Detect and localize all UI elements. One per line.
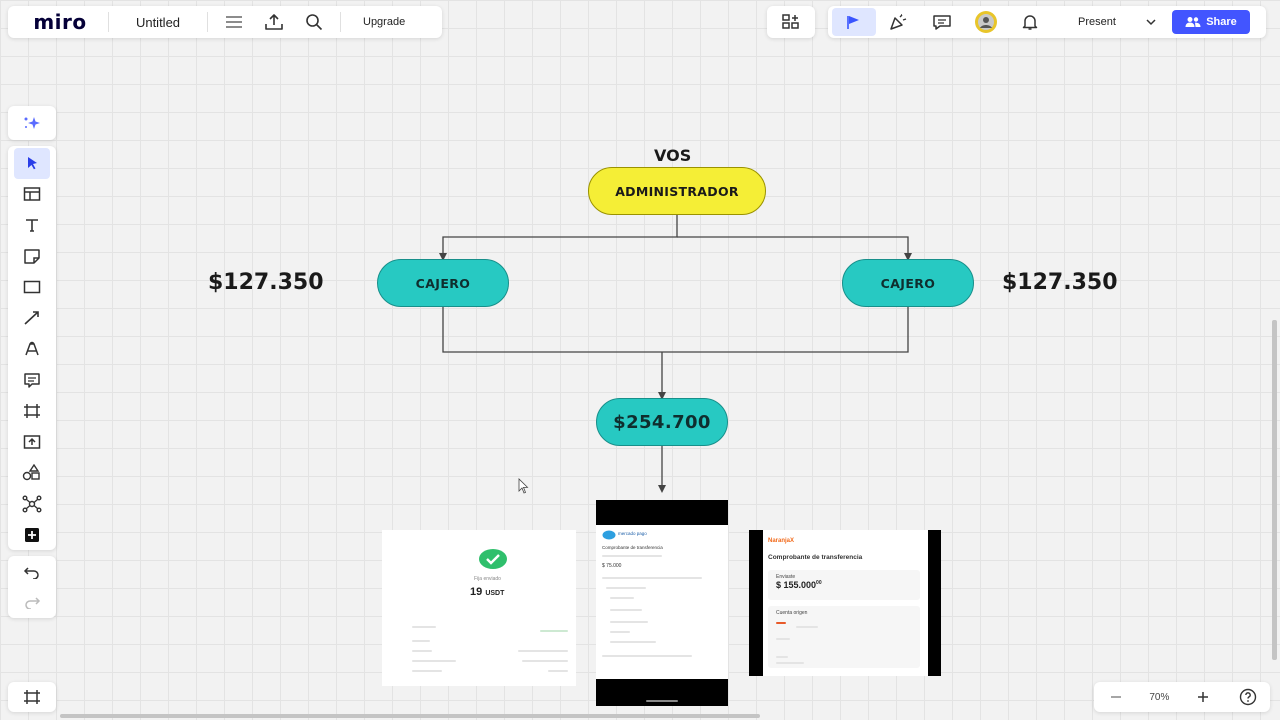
placeholder-line [610,641,656,643]
receipt3-card: Cuenta origen [768,606,920,668]
receipt3-amount-value: $ 155.000 [776,580,816,590]
placeholder-line [776,662,804,664]
placeholder-line [602,577,702,579]
placeholder-line [776,656,788,658]
placeholder-line [540,630,568,632]
connector-admin-to-cashier-left [443,215,677,257]
placeholder-line [776,622,786,624]
receipt-image-naranjax[interactable]: NaranjaX Comprobante de transferencia En… [749,530,941,676]
cashier-node-right[interactable]: CAJERO [842,259,974,307]
admin-node[interactable]: ADMINISTRADOR [588,167,766,215]
placeholder-line [548,670,568,672]
receipt2-brand: mercado pago [618,531,647,536]
receipt3-account-label: Cuenta origen [776,610,807,616]
receipt1-amount: 19 USDT [470,586,504,598]
cashier-node-left[interactable]: CAJERO [377,259,509,307]
amount-left-text[interactable]: $127.350 [208,270,324,295]
receipt3-brand: NaranjaX [768,538,794,544]
receipt1-status: Fija enviado [474,576,501,582]
receipt-image-mercadopago[interactable]: mercado pago Comprobante de transferenci… [596,500,728,706]
mercadopago-logo-icon [602,530,616,540]
receipt3-screen: NaranjaX Comprobante de transferencia En… [763,530,928,676]
placeholder-line [602,655,692,657]
receipt1-amount-value: 19 [470,586,482,598]
placeholder-line [776,638,790,640]
placeholder-line [412,660,456,662]
placeholder-line [610,597,634,599]
vertical-scrollbar[interactable] [1272,320,1277,660]
receipt2-screen: mercado pago Comprobante de transferenci… [596,525,728,679]
receipt1-amount-unit: USDT [485,590,504,597]
placeholder-line [610,621,648,623]
horizontal-scrollbar[interactable] [60,714,760,718]
receipt2-title: Comprobante de transferencia [602,545,663,550]
placeholder-line [610,609,642,611]
amount-right-text[interactable]: $127.350 [1002,270,1118,295]
receipt3-amount: $ 155.00000 [776,580,822,590]
connector-cashiers-to-total [443,307,908,396]
placeholder-line [518,650,568,652]
total-node[interactable]: $254.700 [596,398,728,446]
connector-admin-to-cashier-right [677,237,908,257]
receipt3-amount-cents: 00 [816,580,822,586]
receipt3-title: Comprobante de transferencia [768,554,862,561]
vos-label[interactable]: VOS [654,146,691,165]
placeholder-line [796,626,818,628]
placeholder-line [610,631,630,633]
receipt3-card: Enviaste $ 155.00000 [768,570,920,600]
placeholder-line [412,650,432,652]
check-circle-icon [478,548,508,570]
placeholder-line [412,626,436,628]
receipt2-amount: $ 75.000 [602,563,621,569]
receipt2-home-bar [646,700,678,702]
placeholder-line [606,587,646,589]
placeholder-line [522,660,568,662]
placeholder-line [412,670,442,672]
mouse-pointer-icon [519,479,528,493]
placeholder-line [602,555,662,557]
receipt-image-crypto[interactable]: Fija enviado 19 USDT [382,530,576,686]
placeholder-line [412,640,430,642]
